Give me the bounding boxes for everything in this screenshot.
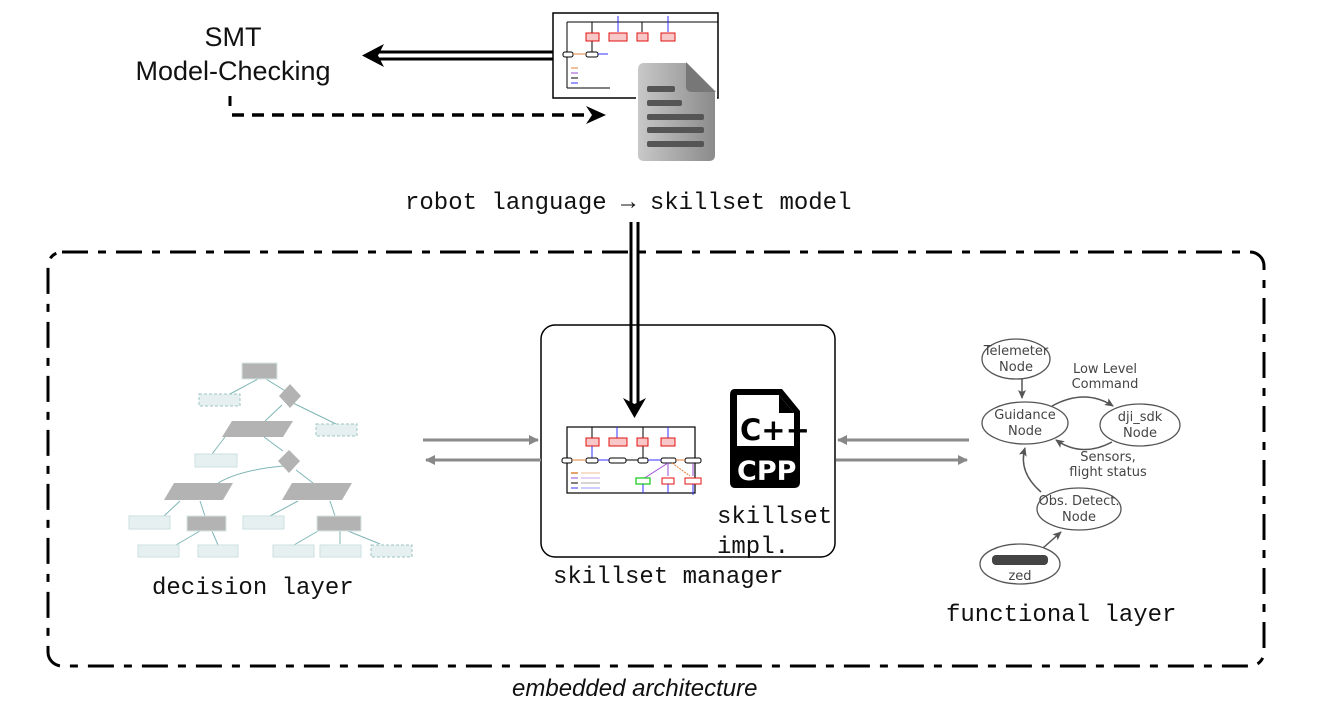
svg-text:zed: zed <box>1008 569 1031 584</box>
functional-layer-label: functional layer <box>946 602 1177 629</box>
cpp-icon-label: CPP <box>737 456 796 487</box>
embedded-architecture-frame <box>46 250 1266 668</box>
node-telemeter <box>981 338 1051 380</box>
edge-sensors-2: flight status <box>1069 465 1147 480</box>
svg-text:dji_sdk: dji_sdk <box>1118 410 1163 425</box>
svg-text:Node: Node <box>1062 510 1096 525</box>
node-dji-sdk <box>1099 403 1181 447</box>
node-telemeter-label-1: Telemeter <box>983 344 1049 359</box>
arrows-manager-functional <box>836 435 969 465</box>
node-guidance <box>981 401 1069 445</box>
svg-text:Node: Node <box>1123 426 1157 441</box>
ros-node-graph: Telemeter Node Guidance Node dji_sdk Nod… <box>979 338 1181 585</box>
smt-model-checking-label: SMT Model-Checking <box>118 20 348 88</box>
arrow-smt-to-document <box>228 96 606 124</box>
svg-text:Node: Node <box>1008 424 1042 439</box>
skillset-impl-label: skillset impl. <box>717 504 833 561</box>
svg-text:Guidance: Guidance <box>994 408 1056 423</box>
skillset-manager-box <box>540 324 836 558</box>
edge-sensors-1: Sensors, <box>1080 450 1135 465</box>
pipeline-label: robot language → skillset model <box>405 190 852 217</box>
cpp-icon-cpp-glyph: C++ <box>740 413 810 447</box>
resource-box <box>608 437 628 447</box>
arrow-model-to-manager <box>623 222 646 418</box>
edge-low-level-1: Low Level <box>1073 362 1137 377</box>
node-obs-detect <box>1036 487 1122 531</box>
svg-text:Obs. Detect.: Obs. Detect. <box>1038 494 1119 509</box>
resource-box <box>585 437 600 447</box>
skillset-manager-label: skillset manager <box>553 564 784 591</box>
arrow-model-to-smt <box>362 44 553 67</box>
cpp-file-icon: C++ CPP <box>730 389 810 488</box>
skillset-model-graph <box>561 426 702 495</box>
arrows-decision-manager <box>423 435 541 465</box>
document-icon <box>636 61 717 163</box>
resource-box <box>660 437 676 447</box>
smt-label-line1: SMT <box>204 22 262 52</box>
edge-low-level-2: Command <box>1072 377 1139 392</box>
node-telemeter-label-2: Node <box>999 360 1033 375</box>
behavior-tree <box>128 362 413 558</box>
smt-label-line2: Model-Checking <box>135 56 331 86</box>
decision-layer-label: decision layer <box>152 575 354 602</box>
embedded-architecture-caption: embedded architecture <box>512 675 758 702</box>
resource-box <box>636 437 649 447</box>
